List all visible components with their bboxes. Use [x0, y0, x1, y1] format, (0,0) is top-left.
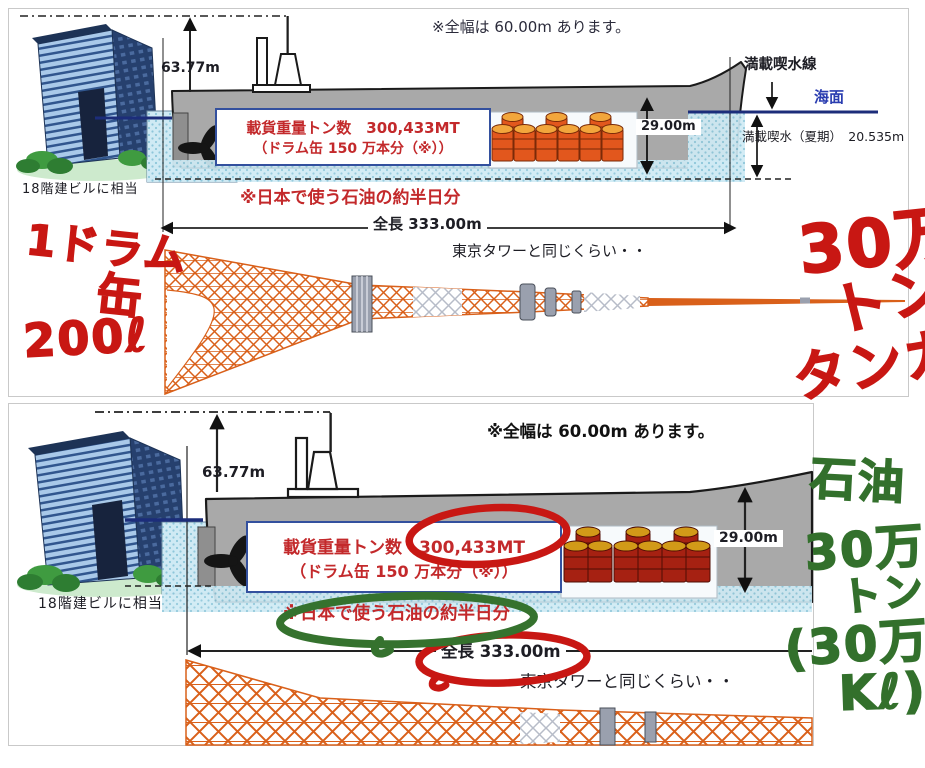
- load-line-label: 満載喫水線: [744, 57, 817, 73]
- tower-note: 東京タワーと同じくらい・・: [452, 242, 648, 260]
- rudder: [172, 112, 189, 168]
- oil-drums: [560, 525, 718, 599]
- draft-note: 満載喫水（夏期） 20.535m: [742, 129, 905, 144]
- cargo-tonnage-line2: （ドラム缶 150 万本分（※））: [253, 140, 453, 157]
- cargo-tonnage-line1: 載貨重量トン数 300,433MT: [246, 118, 460, 137]
- length-dimension-label: 全長 333.00m: [368, 216, 487, 234]
- top-diagram: [16, 15, 905, 396]
- building-illustration: [17, 431, 193, 597]
- width-note: ※全幅は 60.00m あります。: [487, 422, 715, 441]
- masts-and-funnel: [252, 16, 311, 93]
- top-diagram-panel: [8, 8, 909, 397]
- depth-dimension-label: 29.00m: [636, 119, 701, 135]
- propeller-icon: [178, 125, 219, 171]
- cargo-tonnage-line2: （ドラム缶 150 万本分（※））: [290, 561, 518, 581]
- handwritten-oil-note-line1: 石油: [808, 450, 908, 511]
- handwritten-drum-note-line3: 200ℓ: [21, 307, 151, 369]
- tokyo-tower-horizontal: [185, 659, 813, 746]
- tower-note: 東京タワーと同じくらい・・: [520, 672, 735, 691]
- sea-surface-label: 海面: [814, 88, 845, 106]
- cargo-tonnage-line1: 載貨重量トン数 300,433MT: [283, 537, 525, 558]
- building-caption: 18階建ビルに相当: [38, 596, 163, 612]
- oil-note: ※日本で使う石油の約半日分: [240, 188, 461, 208]
- handwritten-oil-note-line5: Kℓ): [837, 662, 925, 723]
- cargo-tonnage-box: 載貨重量トン数 300,433MT （ドラム缶 150 万本分（※））: [246, 521, 562, 593]
- masts-and-funnel: [286, 413, 360, 499]
- oil-note: ※日本で使う石油の約半日分: [283, 604, 511, 624]
- width-note: ※全幅は 60.00m あります。: [432, 18, 631, 36]
- depth-dimension-label: 29.00m: [714, 530, 783, 547]
- oil-drums: [488, 111, 638, 169]
- tokyo-tower-horizontal: [164, 249, 905, 396]
- height-dimension-label: 63.77m: [161, 60, 220, 76]
- height-dimension-label: 63.77m: [202, 463, 266, 481]
- propeller-icon: [204, 535, 250, 587]
- building-caption: 18階建ビルに相当: [22, 182, 139, 197]
- length-dimension-label: 全長 333.00m: [436, 642, 566, 662]
- cargo-tonnage-box: 載貨重量トン数 300,433MT （ドラム缶 150 万本分（※））: [215, 108, 491, 166]
